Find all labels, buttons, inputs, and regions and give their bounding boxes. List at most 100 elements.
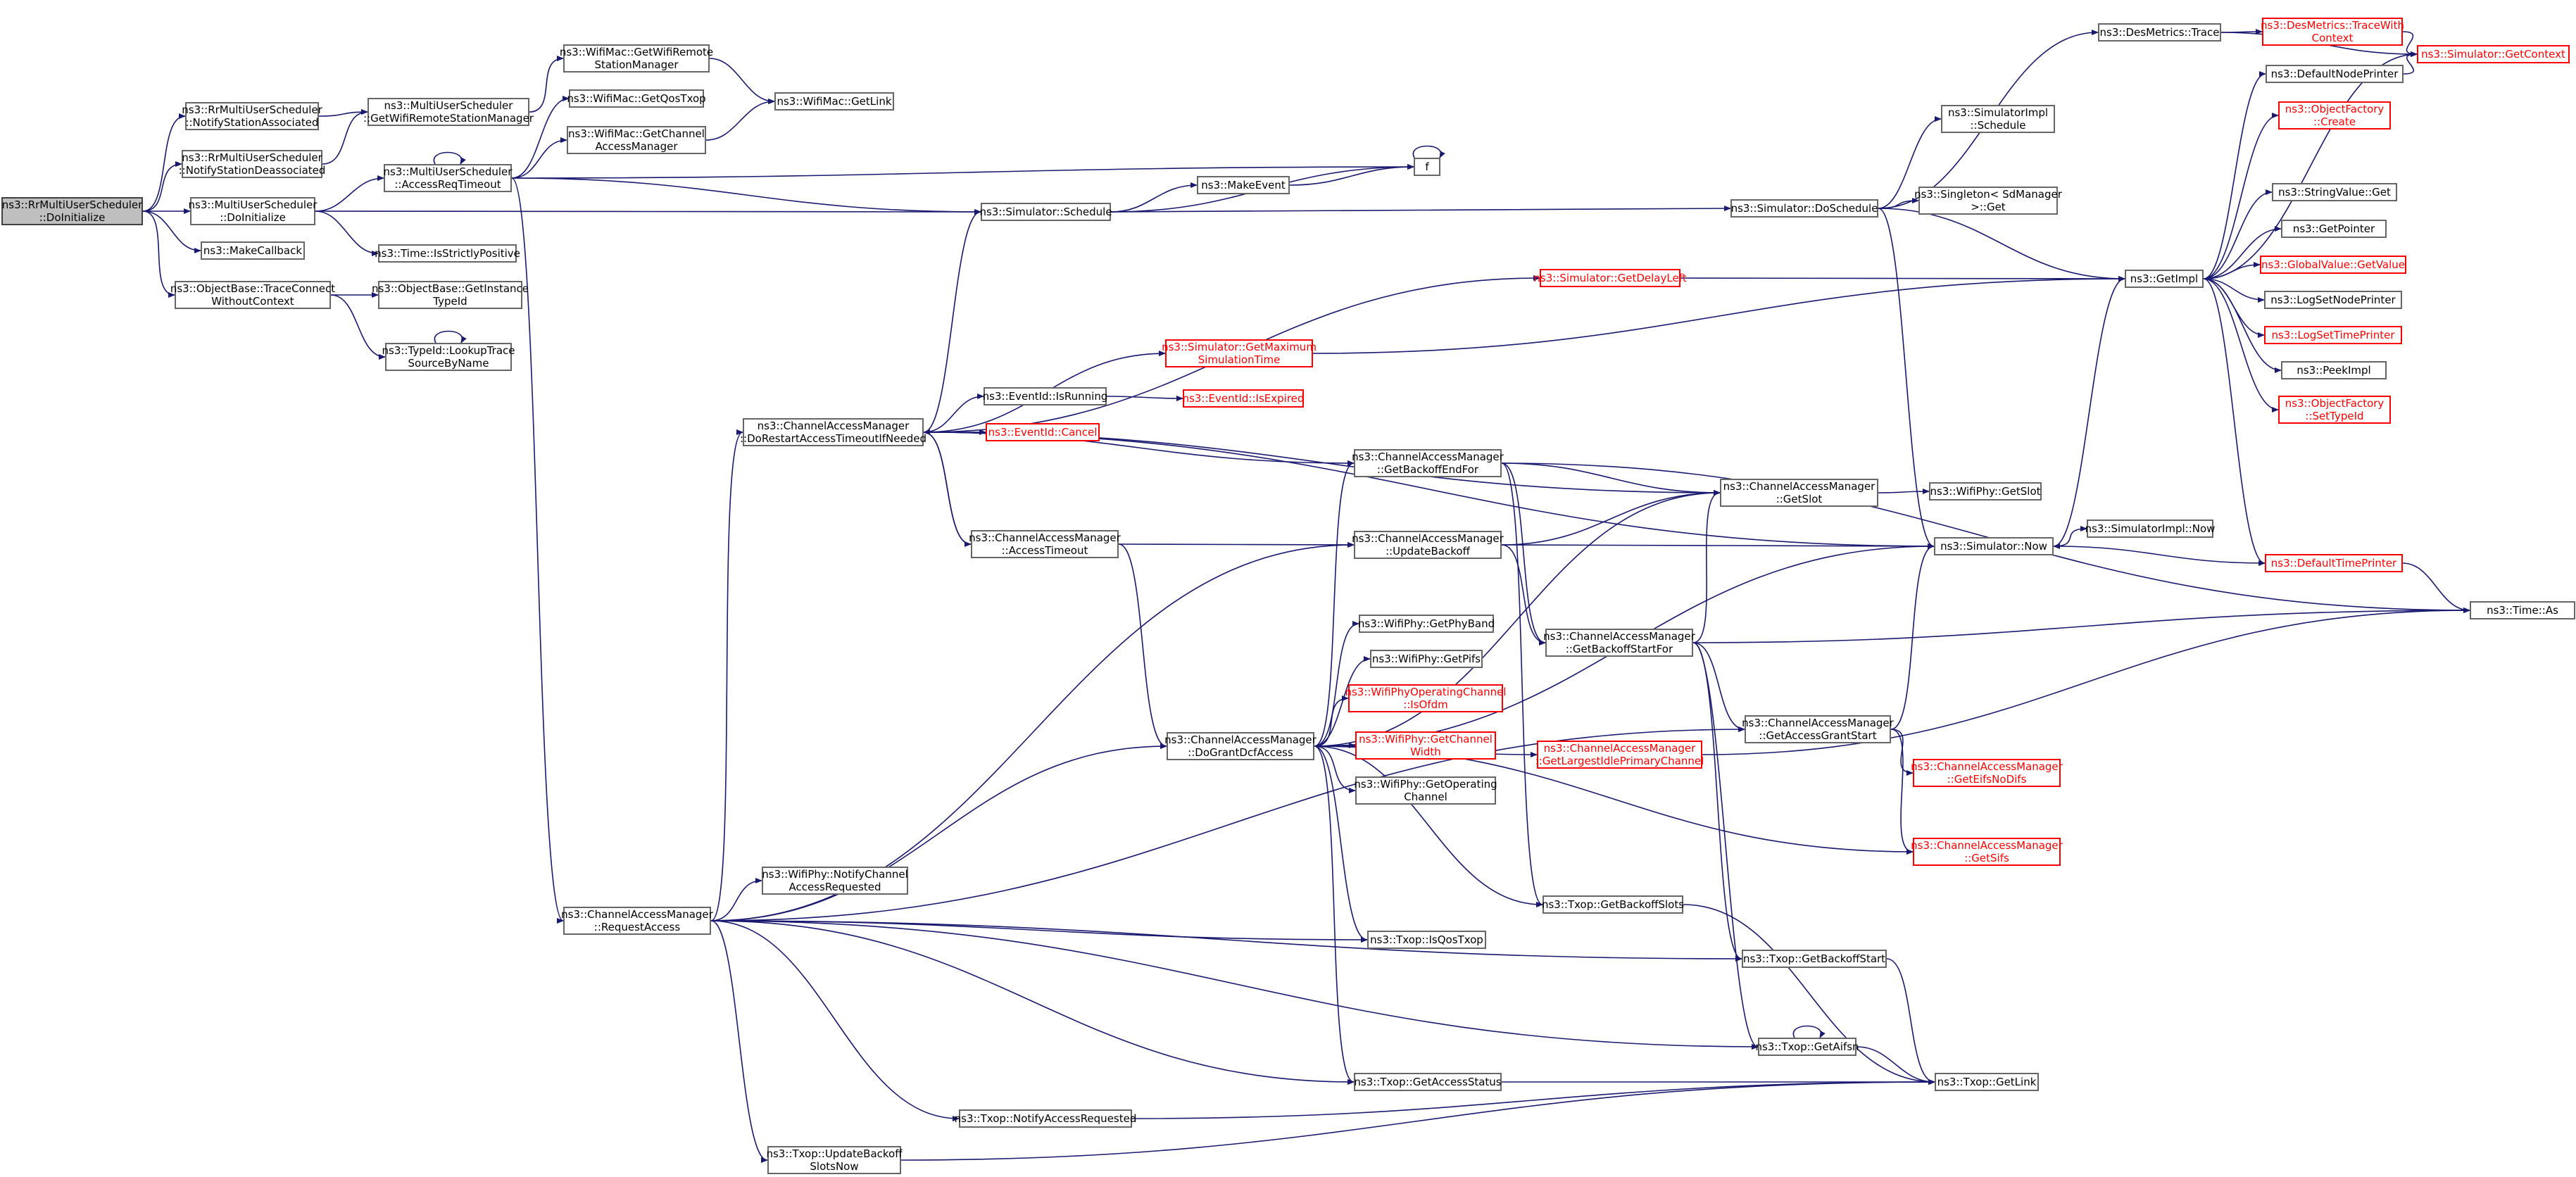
node-wifimac-getlink[interactable]: ns3::WifiMac::GetLink — [774, 92, 894, 111]
node-eventid-expired[interactable]: ns3::EventId::IsExpired — [1183, 389, 1304, 408]
node-sim-schedule[interactable]: ns3::Simulator::Schedule — [979, 203, 1112, 221]
node-mu-accessreqtimeout[interactable]: ns3::MultiUserScheduler::AccessReqTimeou… — [384, 164, 512, 192]
node-time-as[interactable]: ns3::Time::As — [2470, 601, 2575, 619]
call-edge — [2053, 526, 2087, 547]
node-time-strictlypos[interactable]: ns3::Time::IsStrictlyPositive — [375, 244, 520, 263]
node-wifiphy-getslot[interactable]: ns3::WifiPhy::GetSlot — [1929, 482, 2042, 501]
node-cam-grantstart[interactable]: ns3::ChannelAccessManager::GetAccessGran… — [1742, 715, 1894, 743]
call-edge — [1110, 182, 1198, 213]
call-edge — [1856, 1046, 1935, 1085]
call-edge — [2403, 51, 2418, 75]
node-label-line: ns3::LogSetTimePrinter — [2271, 329, 2395, 341]
node-globalvalue-get[interactable]: ns3::GlobalValue::GetValue — [2260, 256, 2406, 274]
node-logtimeprinter[interactable]: ns3::LogSetTimePrinter — [2264, 326, 2402, 344]
call-edge — [2203, 278, 2266, 566]
node-phy-getband[interactable]: ns3::WifiPhy::GetPhyBand — [1357, 615, 1495, 633]
node-sim-getcontext[interactable]: ns3::Simulator::GetContext — [2417, 45, 2570, 63]
node-desmetrics-trace[interactable]: ns3::DesMetrics::Trace — [2098, 23, 2221, 42]
call-edge — [710, 920, 960, 1121]
node-label-line: ns3::ChannelAccessManager — [1352, 451, 1504, 463]
node-getpointer[interactable]: ns3::GetPointer — [2281, 220, 2387, 238]
node-eventid-cancel[interactable]: ns3::EventId::Cancel — [986, 423, 1100, 441]
node-txop-getaifsn[interactable]: ns3::Txop::GetAifsn — [1755, 1038, 1859, 1056]
node-sim-getdelay[interactable]: ns3::Simulator::GetDelayLeft — [1533, 269, 1687, 287]
node-peekimpl[interactable]: ns3::PeekImpl — [2281, 361, 2387, 379]
node-cam-request[interactable]: ns3::ChannelAccessManager::RequestAccess — [561, 907, 713, 935]
node-cam-geteifs[interactable]: ns3::ChannelAccessManager::GetEifsNoDifs — [1911, 759, 2063, 787]
node-getimpl[interactable]: ns3::GetImpl — [2125, 270, 2204, 288]
call-edge — [2203, 278, 2282, 373]
node-singleton-get[interactable]: ns3::Singleton< SdManager>::Get — [1914, 187, 2062, 215]
call-edge — [142, 210, 175, 298]
node-label-line: ns3::ChannelAccessManager — [1723, 480, 1876, 493]
node-label-line: ns3::EventId::IsExpired — [1182, 392, 1305, 405]
node-f[interactable]: f — [1414, 158, 1440, 176]
node-mu-getwifiremote[interactable]: ns3::MultiUserScheduler::GetWifiRemoteSt… — [363, 98, 534, 126]
node-make-event[interactable]: ns3::MakeEvent — [1197, 176, 1290, 194]
node-label-line: ns3::WifiPhy::GetPhyBand — [1357, 617, 1495, 630]
node-cam-dorestart[interactable]: ns3::ChannelAccessManager::DoRestartAcce… — [740, 418, 926, 446]
node-phy-isofdm[interactable]: ns3::WifiPhyOperatingChannel::IsOfdm — [1345, 684, 1507, 712]
node-defaulttimeprinter[interactable]: ns3::DefaultTimePrinter — [2265, 554, 2403, 572]
node-txop-notify[interactable]: ns3::Txop::NotifyAccessRequested — [955, 1109, 1136, 1128]
call-edge — [1692, 642, 1745, 732]
node-label-line: ns3::Txop::GetBackoffSlots — [1541, 898, 1685, 911]
node-lognodeprinter[interactable]: ns3::LogSetNodePrinter — [2264, 291, 2402, 309]
node-txop-getslots[interactable]: ns3::Txop::GetBackoffSlots — [1541, 895, 1685, 914]
node-cam-backoffend[interactable]: ns3::ChannelAccessManager::GetBackoffEnd… — [1352, 449, 1504, 477]
node-txop-getlink[interactable]: ns3::Txop::GetLink — [1935, 1073, 2039, 1091]
node-make-callback[interactable]: ns3::MakeCallback — [201, 241, 305, 260]
node-mu-doinit[interactable]: ns3::MultiUserScheduler::DoInitialize — [189, 197, 317, 225]
node-cam-dogrant[interactable]: ns3::ChannelAccessManager::DoGrantDcfAcc… — [1164, 732, 1317, 760]
node-label-line: ns3::Simulator::Now — [1940, 540, 2047, 553]
node-cam-updatebackoff[interactable]: ns3::ChannelAccessManager::UpdateBackoff — [1352, 531, 1504, 559]
node-label-line: ns3::Simulator::DoSchedule — [1730, 202, 1878, 215]
node-sim-now[interactable]: ns3::Simulator::Now — [1934, 537, 2054, 555]
node-label-line: ::GetLargestIdlePrimaryChannel — [1535, 755, 1704, 767]
node-txop-isqos[interactable]: ns3::Txop::IsQosTxop — [1367, 931, 1486, 949]
node-cam-getsifs[interactable]: ns3::ChannelAccessManager::GetSifs — [1911, 838, 2063, 866]
node-label-line: >::Get — [1971, 201, 2006, 213]
node-label-line: ns3::ChannelAccessManager — [1742, 717, 1894, 729]
call-edge — [1501, 462, 2470, 613]
node-defaultnodeprinter[interactable]: ns3::DefaultNodePrinter — [2266, 65, 2404, 83]
node-label-line: ns3::Txop::GetAifsn — [1755, 1040, 1859, 1053]
node-phy-getpifs[interactable]: ns3::WifiPhy::GetPifs — [1370, 650, 1483, 668]
node-label-line: ns3::EventId::IsRunning — [982, 390, 1108, 403]
call-edge — [142, 161, 182, 212]
node-wifimac-getqos[interactable]: ns3::WifiMac::GetQosTxop — [567, 89, 706, 108]
node-objfactory-settype[interactable]: ns3::ObjectFactory::SetTypeId — [2278, 396, 2391, 424]
node-cam-largestidle[interactable]: ns3::ChannelAccessManager::GetLargestIdl… — [1535, 741, 1704, 769]
node-cam-accesstimeout[interactable]: ns3::ChannelAccessManager::AccessTimeout — [969, 530, 1121, 558]
node-label-line: ns3::WifiMac::GetChannel — [568, 127, 705, 140]
node-txop-backoffstart[interactable]: ns3::Txop::GetBackoffStart — [1742, 950, 1887, 968]
node-rr-notify-deassoc[interactable]: ns3::RrMultiUserScheduler::NotifyStation… — [179, 150, 325, 178]
node-sim-doschedule[interactable]: ns3::Simulator::DoSchedule — [1730, 199, 1878, 218]
node-label-line: ns3::Txop::GetLink — [1937, 1076, 2037, 1088]
node-simimpl-schedule[interactable]: ns3::SimulatorImpl::Schedule — [1941, 105, 2055, 133]
node-stringvalue-get[interactable]: ns3::StringValue::Get — [2272, 183, 2397, 201]
node-label-line: ns3::WifiMac::GetWifiRemote — [559, 46, 714, 58]
node-rr-notify-assoc[interactable]: ns3::RrMultiUserScheduler::NotifyStation… — [182, 102, 322, 130]
node-eventid-running[interactable]: ns3::EventId::IsRunning — [982, 387, 1108, 405]
node-cam-backoffstart[interactable]: ns3::ChannelAccessManager::GetBackoffSta… — [1543, 629, 1695, 657]
node-txop-getstatus[interactable]: ns3::Txop::GetAccessStatus — [1354, 1073, 1502, 1091]
call-edge — [1886, 958, 1935, 1085]
node-label-line: ::IsOfdm — [1403, 698, 1448, 711]
node-objfactory-create[interactable]: ns3::ObjectFactory::Create — [2278, 101, 2391, 130]
node-simimpl-now[interactable]: ns3::SimulatorImpl::Now — [2085, 520, 2215, 538]
node-label-line: ns3::Simulator::GetMaximum — [1162, 341, 1317, 353]
node-cam-getslot[interactable]: ns3::ChannelAccessManager::GetSlot — [1720, 479, 1878, 507]
call-edge — [142, 210, 201, 253]
